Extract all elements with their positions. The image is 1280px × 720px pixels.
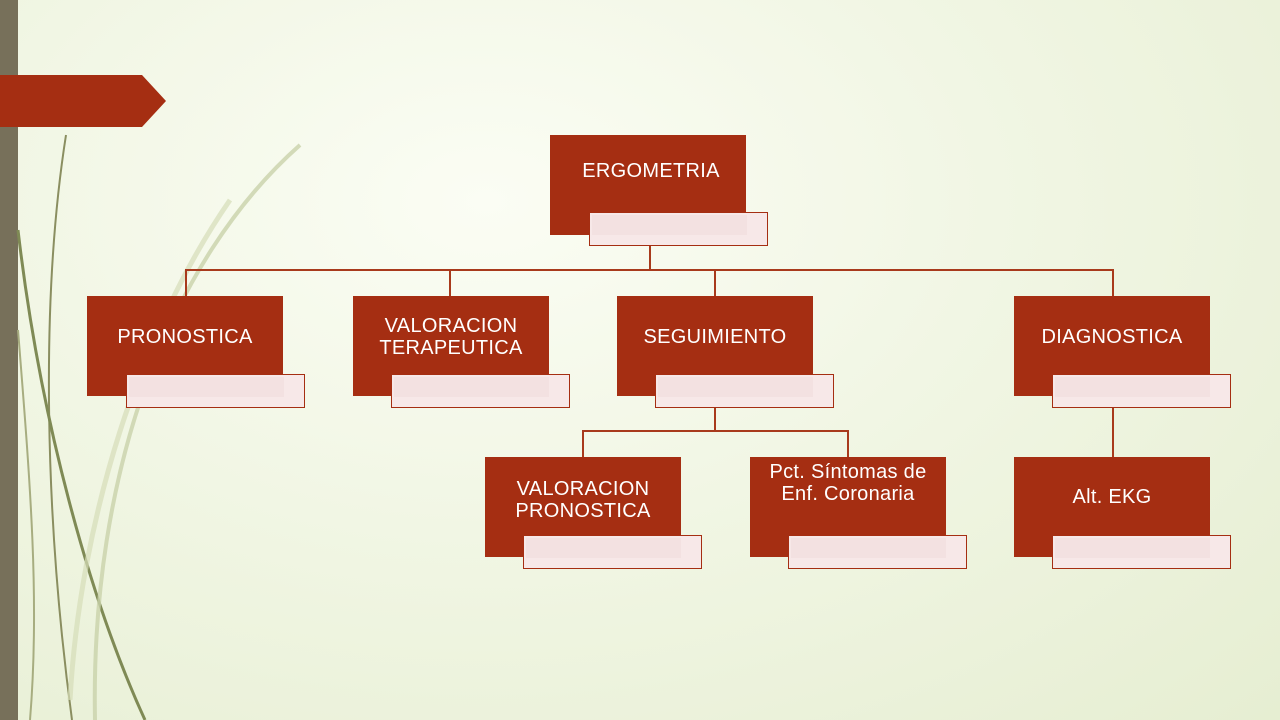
node-valoracion-terapeutica: VALORACION TERAPEUTICA <box>353 296 549 396</box>
connector-diagnostica-down <box>1112 408 1114 457</box>
deco-stroke-3 <box>92 143 302 720</box>
deco-stroke-5 <box>17 329 36 720</box>
node-label: VALORACION PRONOSTICA <box>515 478 651 522</box>
node-label: DIAGNOSTICA <box>1041 326 1183 348</box>
connector-to-pct-sintomas <box>847 430 849 457</box>
deco-stroke-4 <box>67 198 233 701</box>
node-tag <box>523 535 702 569</box>
connector-level2-bar <box>582 430 849 432</box>
node-tag <box>391 374 570 408</box>
title-arrow-tab <box>0 75 166 127</box>
connector-to-valoracion-pronostica <box>582 430 584 457</box>
deco-stroke-2 <box>16 229 147 720</box>
connector-seguimiento-down <box>714 408 716 431</box>
node-label: ERGOMETRIA <box>582 160 720 182</box>
node-tag <box>1052 374 1231 408</box>
node-tag <box>126 374 305 408</box>
node-tag <box>589 212 768 246</box>
sidebar-bar <box>0 0 18 720</box>
connector-level1-bar <box>185 269 1114 271</box>
connector-to-valoracion-terapeutica <box>449 269 451 296</box>
node-tag <box>1052 535 1231 569</box>
node-tag <box>788 535 967 569</box>
connector-to-diagnostica <box>1112 269 1114 296</box>
node-label: Pct. Síntomas de Enf. Coronaria <box>769 461 927 505</box>
connector-to-pronostica <box>185 269 187 296</box>
node-label: VALORACION TERAPEUTICA <box>379 315 523 359</box>
node-label: PRONOSTICA <box>117 326 253 348</box>
node-tag <box>655 374 834 408</box>
connector-to-seguimiento <box>714 269 716 296</box>
node-label: Alt. EKG <box>1072 486 1152 508</box>
node-label: SEGUIMIENTO <box>643 326 787 348</box>
connector-root-down <box>649 235 651 271</box>
